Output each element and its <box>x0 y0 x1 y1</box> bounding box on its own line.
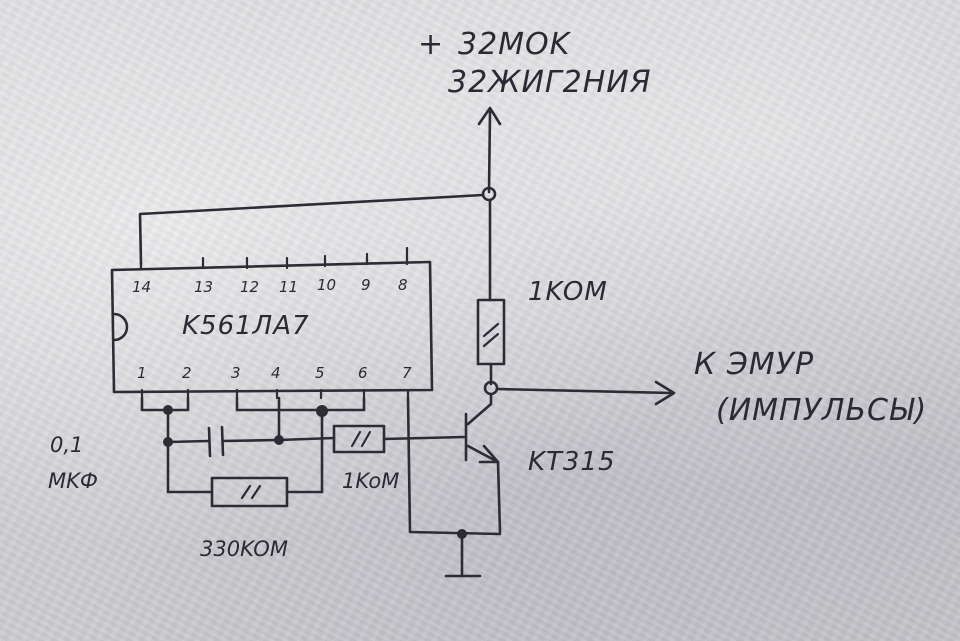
supply-wire-to-pin14 <box>138 193 485 266</box>
output-label-line1: К ЭМУР <box>694 347 814 382</box>
resistor-collector <box>476 298 676 406</box>
resistor-collector-body <box>476 298 506 366</box>
ic-name: K561ЛA7 <box>182 311 310 341</box>
pin-label-5: 5 <box>315 364 325 382</box>
ic-top-pin-stubs <box>139 246 409 270</box>
ic-notch <box>112 312 129 342</box>
pin-label-4: 4 <box>271 364 281 382</box>
resistor-330k-body <box>210 476 289 508</box>
resistor-330k-marks <box>240 484 262 500</box>
wire-pin7-ground <box>406 396 502 536</box>
wire-to-transistor-base <box>382 435 466 441</box>
pin-label-10: 10 <box>317 276 336 294</box>
resistor-base-value: 1KoM <box>342 469 399 493</box>
wire-capacitor-right <box>221 438 280 443</box>
resistor-collector-marks <box>482 322 500 348</box>
supply-label-line1: 32MOK <box>458 27 572 62</box>
capacitor-value-line1: 0,1 <box>50 433 83 457</box>
pin-label-6: 6 <box>358 364 368 382</box>
ic-k561la7 <box>110 246 434 400</box>
transistor-collector-lead <box>466 392 493 426</box>
capacitor-symbol <box>207 425 225 458</box>
ic-bottom-pin-stubs <box>140 388 410 400</box>
resistor-collector-value: 1KOM <box>528 277 608 307</box>
resistor-1k-base-marks <box>350 430 372 448</box>
supply-plus-sign: + <box>418 27 444 62</box>
output-wire <box>495 387 674 395</box>
wire-to-1k-base <box>277 436 336 442</box>
pin-label-11: 11 <box>279 278 298 296</box>
emitter-arrow-icon <box>478 444 500 464</box>
pin-label-14: 14 <box>132 278 151 296</box>
resistor-feedback-value: 330KOM <box>200 537 288 561</box>
wire-to-330k-left <box>166 440 214 494</box>
transistor-name: KT315 <box>528 447 616 477</box>
supply-rail <box>138 106 502 302</box>
pin-label-2: 2 <box>182 364 192 382</box>
pin-label-9: 9 <box>361 276 371 294</box>
wire-to-capacitor <box>166 439 210 444</box>
ground-network <box>406 396 502 578</box>
pin-label-12: 12 <box>240 278 259 296</box>
capacitor-value-line2: MKФ <box>48 469 98 493</box>
oscillator-network <box>140 396 466 508</box>
supply-wire-up <box>487 110 492 194</box>
output-label-line2: (ИМПУЛЬСЫ) <box>716 393 927 428</box>
output-arrow-icon <box>654 380 676 406</box>
transistor-kt315 <box>464 392 502 534</box>
supply-arrow-icon <box>477 106 502 126</box>
pin-label-13: 13 <box>194 278 213 296</box>
supply-label-line2: 32ЖИГ2НИЯ <box>448 65 652 100</box>
pin-label-7: 7 <box>402 364 412 382</box>
pins3-6-bus <box>235 396 366 412</box>
pin-label-8: 8 <box>398 276 408 294</box>
pin-label-3: 3 <box>231 364 241 382</box>
resistor-1k-base-body <box>332 424 386 454</box>
pin-label-1: 1 <box>137 364 147 382</box>
